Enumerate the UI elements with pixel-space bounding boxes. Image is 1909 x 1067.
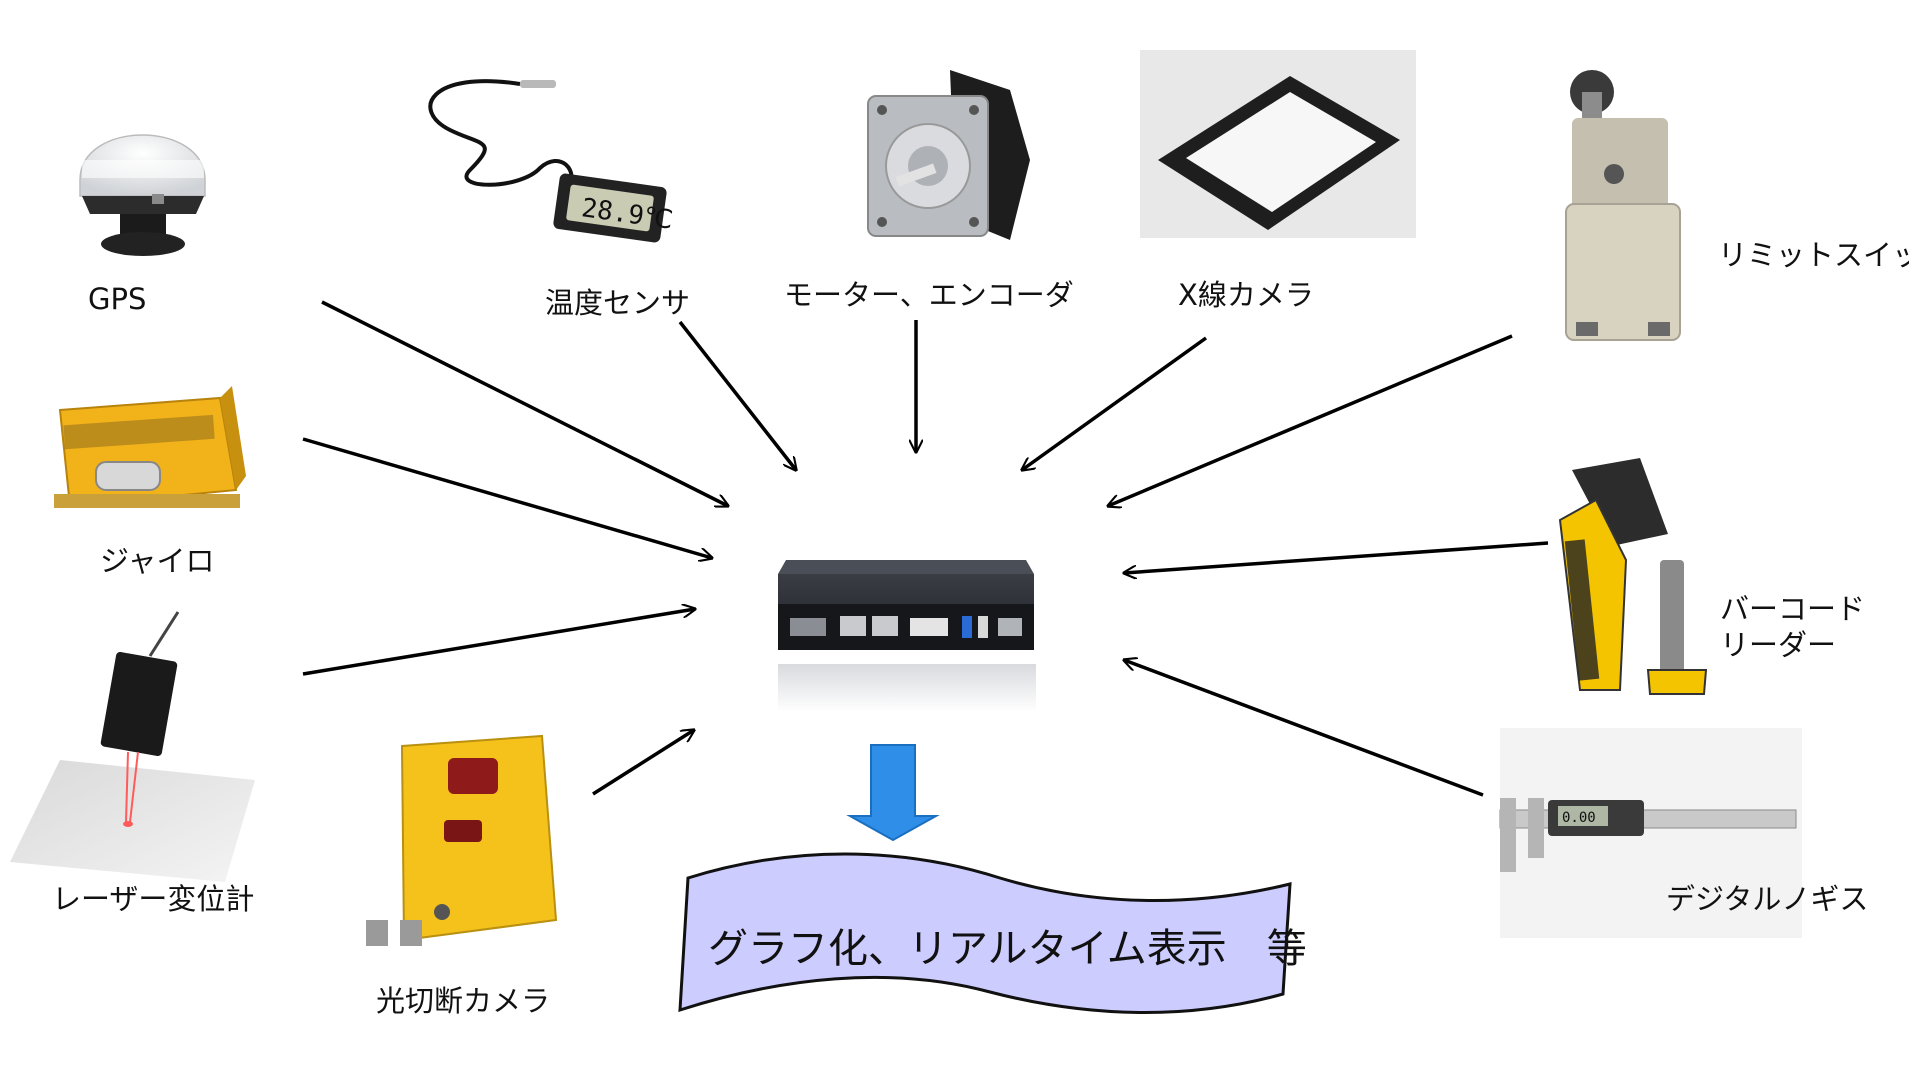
label-xray-camera: X線カメラ [1178, 278, 1314, 312]
arrow-xray [1022, 336, 1208, 470]
arrow-gyro [302, 437, 712, 558]
label-gps: GPS [88, 282, 147, 316]
caliper-readout: 0.00 [1562, 810, 1596, 826]
label-barcode-reader-line1: バーコード [1720, 592, 1866, 626]
label-motor-encoder: モーター、エンコーダ [784, 278, 1074, 312]
temperature-sensor-icon: 28.9℃ [428, 79, 675, 243]
light-section-camera-icon [366, 734, 558, 946]
xray-camera-icon [1140, 50, 1416, 238]
label-light-section-camera: 光切断カメラ [376, 984, 551, 1018]
label-gyro: ジャイロ [100, 544, 215, 578]
arrows [302, 300, 1549, 797]
arrow-light-section [592, 730, 694, 796]
down-arrow-icon [846, 744, 940, 842]
label-laser-displacement: レーザー変位計 [52, 882, 255, 916]
output-banner-shape [678, 852, 1292, 1014]
arrow-laser [302, 609, 695, 676]
barcode-reader-icon [1558, 458, 1708, 695]
arrow-caliper [1124, 660, 1484, 797]
stepper-motor-icon [867, 70, 1030, 240]
gps-antenna-icon [79, 134, 206, 256]
arrow-barcode [1124, 541, 1549, 573]
label-limit-switch: リミットスイッチ [1718, 238, 1909, 272]
digital-caliper-icon: 0.00 [1499, 728, 1802, 938]
arrow-temperature [678, 320, 796, 470]
arrow-limit-switch [1108, 334, 1513, 506]
limit-switch-icon [1565, 70, 1681, 341]
output-banner-text: グラフ化、リアルタイム表示 等 [708, 926, 1307, 972]
label-digital-caliper: デジタルノギス [1666, 882, 1869, 916]
arrow-gps [321, 300, 728, 506]
laser-displacement-icon [10, 611, 255, 882]
label-temperature-sensor: 温度センサ [545, 286, 691, 320]
gyro-icon [54, 386, 246, 508]
label-barcode-reader-line2: リーダー [1720, 628, 1837, 662]
embedded-pc-icon [778, 560, 1036, 712]
